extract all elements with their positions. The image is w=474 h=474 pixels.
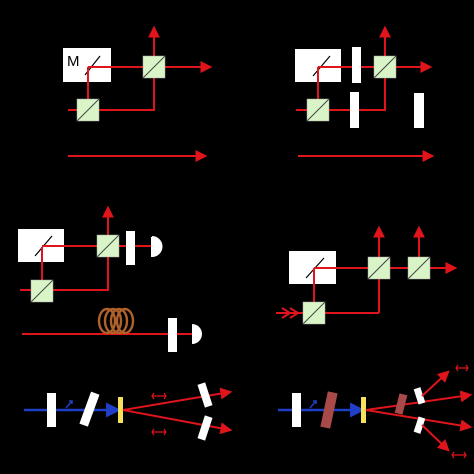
small-blue-arrow [309,400,317,409]
steered-beam [421,370,450,397]
wave-plate [126,231,135,265]
panel-b [295,25,435,162]
curved-mirror [197,382,213,408]
input-double-arrow [281,307,300,319]
tilted-plate [79,391,100,427]
panel-e [24,382,233,441]
polarization-arrows [455,364,469,372]
polarization-arrows [151,428,167,436]
crystal-plate [394,393,408,415]
wave-plate [414,93,424,128]
wave-plate [168,318,177,352]
detector-icon [192,324,202,344]
nonlinear-crystal [320,391,338,429]
signal-beam [122,387,233,411]
panel-a: M [63,25,213,162]
polarization-arrows [151,392,167,400]
curved-mirror [413,416,426,434]
output-coupler [361,397,366,423]
beam-splitter-diagonal [407,256,431,280]
beam-splitter-diagonal [142,55,166,79]
curved-mirror [413,387,426,405]
small-blue-arrow [65,400,73,409]
polarization-arrows [451,451,467,459]
cavity-mirror [47,393,56,427]
fiber-coil-icon [97,307,135,335]
detector-icon [151,236,163,258]
beam-splitter-diagonal [373,55,397,79]
cavity-mirror [292,393,301,427]
mirror-label-m: M [67,53,80,70]
panel-c [18,205,202,352]
beam-splitter-diagonal [96,234,120,258]
wave-plate [350,92,359,128]
beam-splitter-diagonal [302,301,326,325]
beam-splitter-diagonal [30,279,54,303]
beam-splitter-diagonal [306,98,330,122]
output-coupler [118,397,123,423]
beam-splitter-diagonal [76,98,100,122]
curved-mirror [197,415,213,441]
steered-beam [421,424,450,452]
wave-plate [352,47,361,83]
panel-f [278,364,473,459]
beam-splitter-diagonal [367,256,391,280]
idler-beam [122,409,233,435]
panel-d [276,225,458,325]
